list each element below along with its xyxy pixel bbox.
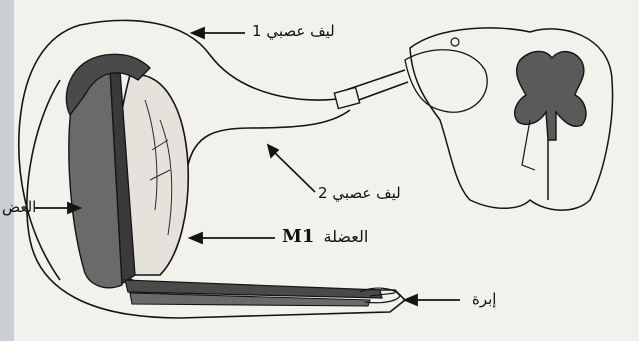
- grey-matter: [515, 51, 586, 140]
- label-needle: إبرة: [472, 290, 496, 308]
- arrow-needle: [405, 295, 460, 305]
- ventral-horn-mark: [522, 120, 535, 170]
- label-muscle-m1-name: العضلة: [324, 227, 369, 246]
- label-nerve-fiber-1: ليف عصبي 1: [252, 22, 335, 40]
- arrow-left-muscle: [35, 203, 80, 213]
- root-joint: [334, 87, 359, 108]
- label-nerve-fiber-2: ليف عصبي 2: [318, 184, 401, 202]
- label-muscle-m1-code: M1: [282, 226, 314, 247]
- nerve-fiber-2: [188, 110, 350, 165]
- arrow-fiber1: [192, 28, 245, 38]
- ganglion-dot: [451, 38, 459, 46]
- arrow-fiber2: [268, 145, 315, 192]
- paper-shadow: [0, 0, 14, 341]
- label-muscle-m1: M1 العضلة: [282, 226, 368, 247]
- arrow-muscle-m1: [190, 233, 275, 243]
- label-left-muscle-cut: العض: [2, 198, 36, 216]
